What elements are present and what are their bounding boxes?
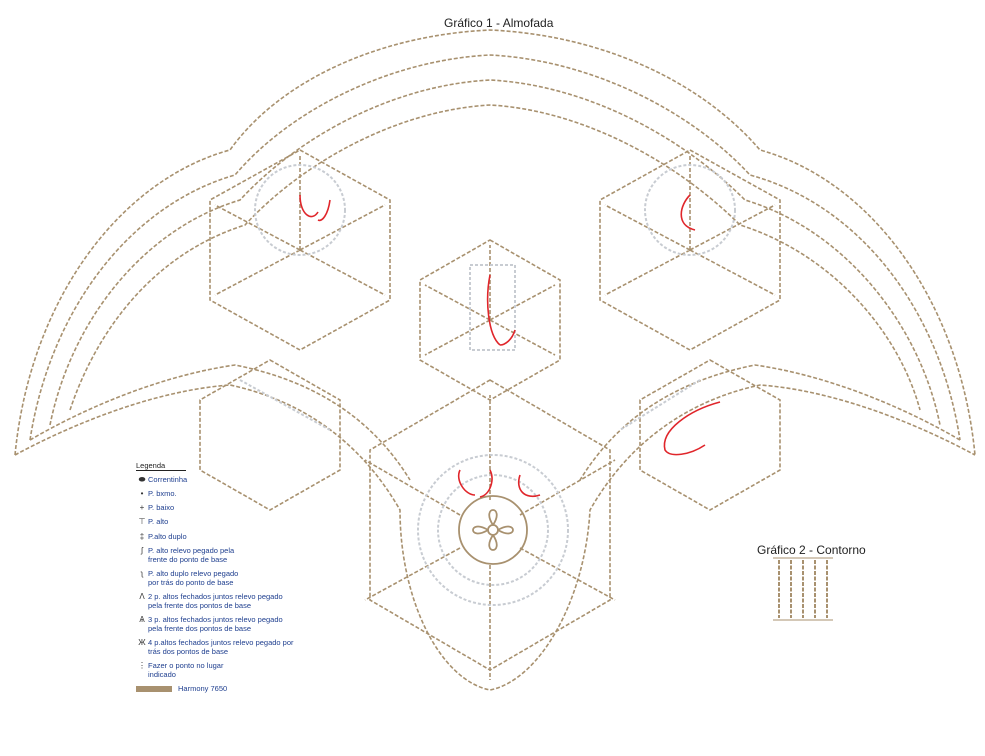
chart2-title: Gráfico 2 - Contorno: [757, 543, 866, 557]
legend-label: P. alto: [148, 517, 169, 526]
lower-edge: [14, 384, 976, 691]
yarn-color-swatch: [136, 686, 172, 692]
center-flower: [458, 495, 528, 565]
chart1-title: Gráfico 1 - Almofada: [444, 16, 554, 30]
single-crochet-icon: +: [139, 503, 145, 512]
legend-item: ⬬Correntinha: [136, 475, 296, 484]
slip-stitch-icon: •: [140, 489, 144, 498]
legend-label: 2 p. altos fechados juntos relevo pegado…: [148, 592, 283, 610]
cushion-chart: [14, 29, 976, 691]
legend-label: P. baixo: [148, 503, 175, 512]
outer-edge: [14, 29, 976, 456]
legend-item: +P. baixo: [136, 503, 296, 512]
legend-heading: Legenda: [136, 461, 186, 471]
back-post-tr-icon: ʅ: [141, 569, 143, 578]
legend-label: 3 p. altos fechados juntos relevo pegado…: [148, 615, 283, 633]
marker-lines: [299, 194, 721, 498]
legend-label: P.alto duplo: [148, 532, 187, 541]
legend-item: • P. bxmo.: [136, 489, 296, 498]
fpdc3tog-icon: Ѧ: [139, 615, 145, 624]
dotted-line-icon: ⋮: [138, 661, 146, 670]
fpdc2tog-icon: Λ: [139, 592, 145, 601]
legend-label: 4 p.altos fechados juntos relevo pegado …: [148, 638, 294, 656]
legend-label: Fazer o ponto no lugar indicado: [148, 661, 224, 679]
bpdc4tog-icon: Ж: [138, 638, 146, 647]
treble-crochet-icon: ‡: [139, 532, 145, 541]
front-post-dc-icon: ʃ: [141, 546, 143, 555]
legend-item: ⋮Fazer o ponto no lugar indicado: [136, 661, 226, 679]
legend-label: Correntinha: [148, 475, 188, 484]
legend-item: ⊤P. alto: [136, 517, 296, 526]
legend-label: P. alto relevo pegado pela frente do pon…: [148, 546, 235, 564]
previous-rounds: [239, 164, 736, 606]
contour-chart: [773, 557, 833, 621]
legend: Legenda ⬬Correntinha • P. bxmo. +P. baixo…: [136, 461, 296, 698]
legend-item: ʅ P. alto duplo relevo pegado por trás do…: [136, 569, 246, 587]
yarn-label: Harmony 7650: [178, 684, 228, 693]
legend-yarn: Harmony 7650: [136, 684, 296, 693]
double-crochet-icon: ⊤: [138, 517, 146, 526]
chain-stitch-icon: ⬬: [138, 475, 146, 484]
legend-item: ʃ P. alto relevo pegado pela frente do po…: [136, 546, 246, 564]
legend-item: ‡P.alto duplo: [136, 532, 296, 541]
legend-label: P. alto duplo relevo pegado por trás do …: [148, 569, 239, 587]
legend-label: P. bxmo.: [148, 489, 177, 498]
